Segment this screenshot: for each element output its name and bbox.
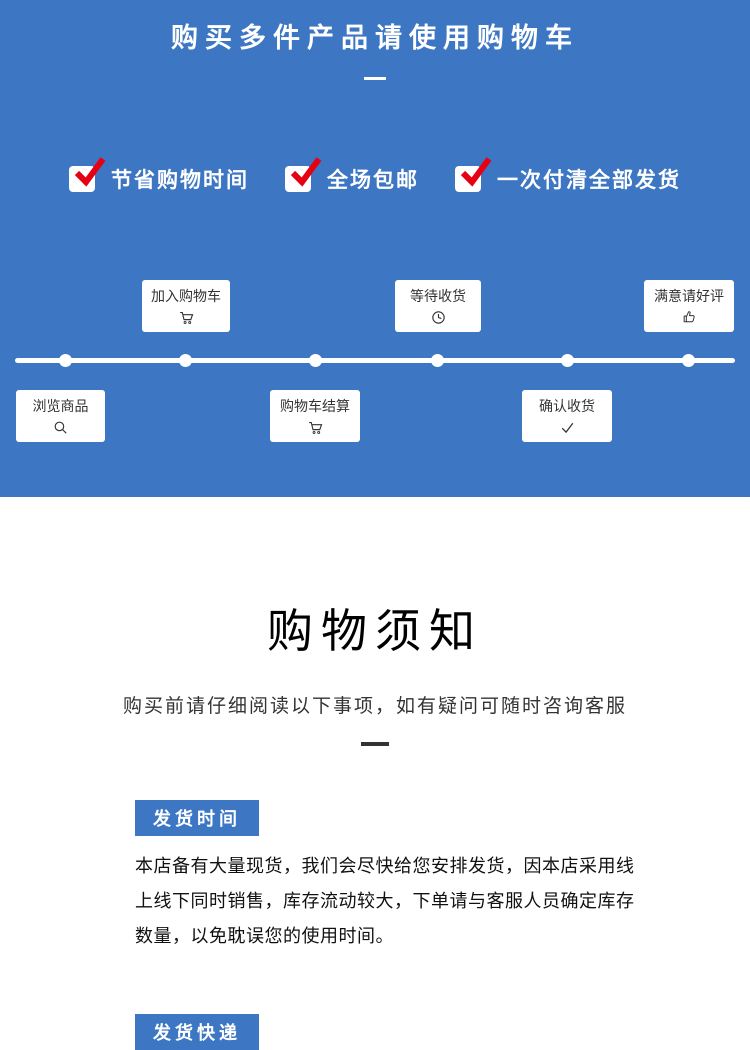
benefit-label: 全场包邮 (327, 169, 419, 192)
notice-subtitle: 购买前请仔细阅读以下事项，如有疑问可随时咨询客服 (122, 696, 627, 717)
search-icon (54, 421, 67, 434)
step-cart-checkout: 购物车结算 (270, 390, 360, 442)
title-dash (364, 77, 386, 80)
timeline-dot (682, 354, 695, 367)
step-label: 浏览商品 (32, 398, 89, 414)
step-confirm-receipt: 确认收货 (522, 390, 612, 442)
step-label: 确认收货 (539, 398, 595, 414)
timeline-dot (309, 354, 322, 367)
timeline-dot (431, 354, 444, 367)
red-check-icon (455, 157, 492, 192)
benefits-row: 节省购物时间 全场包邮 一次付清全部发货 (0, 157, 750, 194)
section-badge: 发货快递 (135, 1014, 259, 1050)
benefit-label: 节省购物时间 (111, 169, 249, 192)
step-label: 加入购物车 (151, 288, 221, 304)
check-icon (561, 422, 573, 434)
notice-title: 购物须知 (267, 605, 483, 657)
benefit-item: 全场包邮 (285, 157, 419, 194)
red-check-icon (69, 157, 106, 192)
section-badge: 发货时间 (135, 800, 259, 836)
step-browse-goods: 浏览商品 (16, 390, 105, 442)
step-wait-delivery: 等待收货 (395, 280, 481, 332)
section-body: 本店备有大量现货，我们会尽快给您安排发货，因本店采用线上线下同时销售，库存流动较… (135, 856, 635, 946)
timeline-dot (59, 354, 72, 367)
shopping-notice-section: 购物须知 购买前请仔细阅读以下事项，如有疑问可随时咨询客服 发货时间 本店备有大… (0, 497, 750, 1050)
timeline-dot (179, 354, 192, 367)
hero-title: 购买多件产品请使用购物车 (171, 23, 579, 53)
step-add-to-cart: 加入购物车 (142, 280, 230, 332)
cart-icon (179, 311, 193, 324)
hero-banner: 购买多件产品请使用购物车 节省购物时间 全场包邮 一次付清全部发货 加入购 (0, 0, 750, 570)
notice-dash (361, 742, 389, 746)
benefit-item: 节省购物时间 (69, 157, 249, 194)
clock-icon (431, 311, 445, 324)
cart-icon (308, 421, 322, 434)
step-label: 满意请好评 (654, 288, 724, 304)
section-shipping-time: 发货时间 本店备有大量现货，我们会尽快给您安排发货，因本店采用线上线下同时销售，… (135, 800, 640, 954)
step-good-review: 满意请好评 (644, 280, 734, 332)
thumbs-up-icon (683, 311, 695, 323)
timeline-dot (561, 354, 574, 367)
step-label: 购物车结算 (280, 398, 350, 414)
timeline-line (15, 358, 735, 363)
red-check-icon (285, 157, 322, 192)
section-shipping-express: 发货快递 (135, 1014, 640, 1050)
step-label: 等待收货 (410, 288, 466, 304)
benefit-label: 一次付清全部发货 (497, 169, 681, 192)
benefit-item: 一次付清全部发货 (455, 157, 681, 194)
